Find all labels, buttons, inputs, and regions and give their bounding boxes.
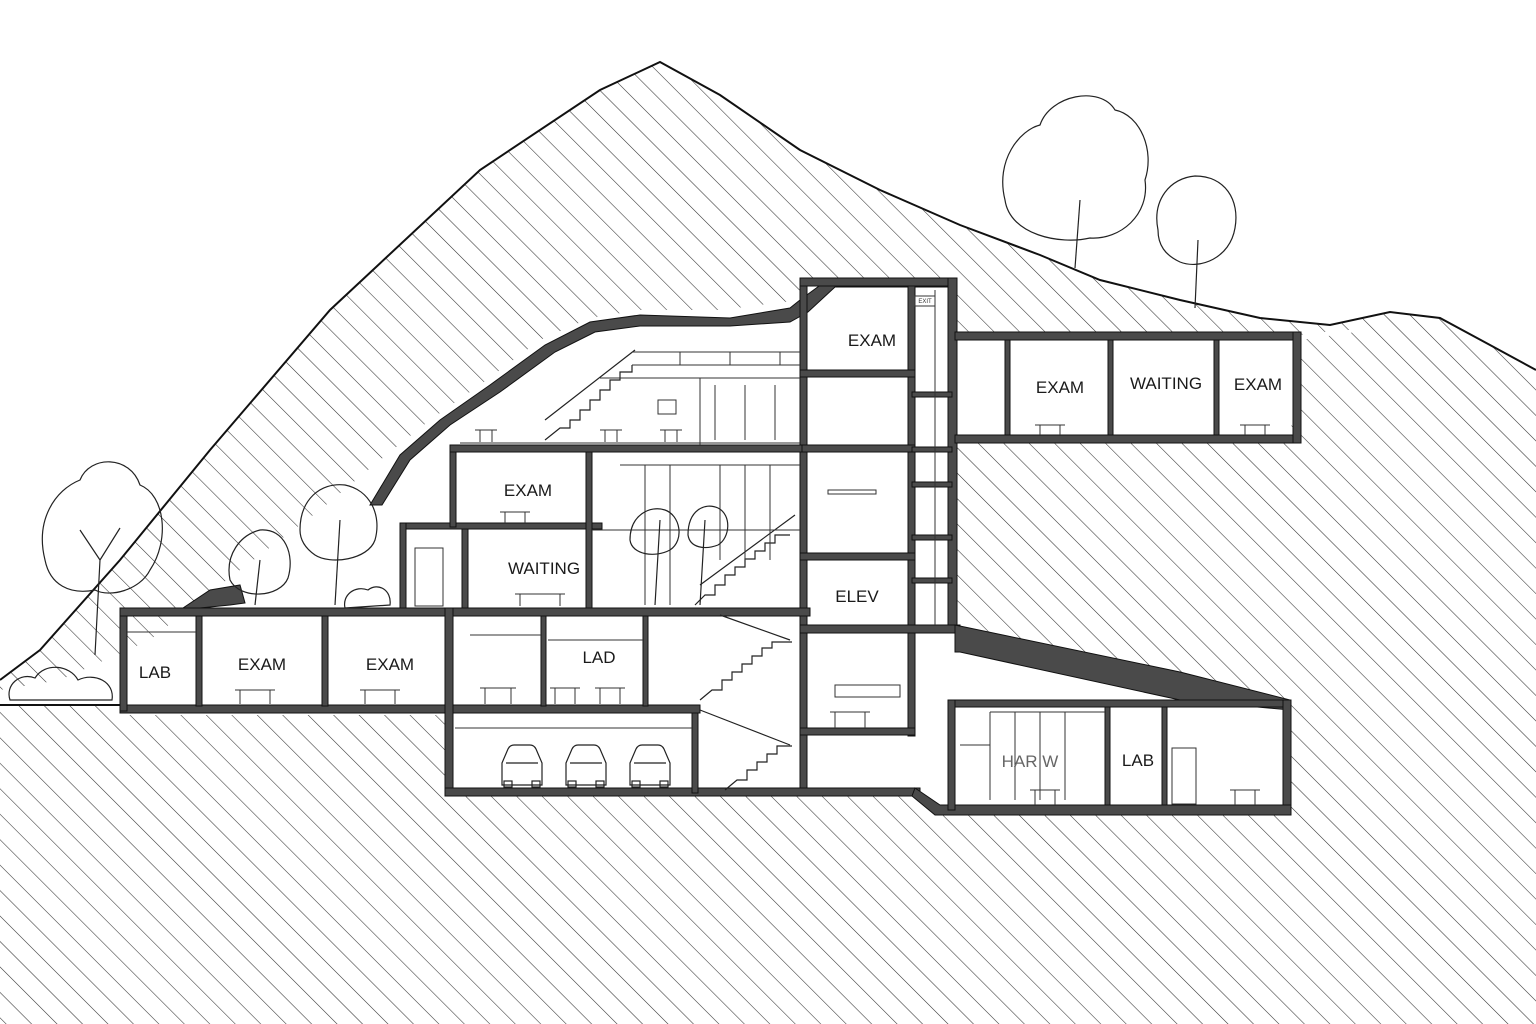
car-icon <box>501 744 543 788</box>
room-label-hallway: HAR W <box>1002 752 1059 771</box>
room-label-elev: ELEV <box>835 587 879 606</box>
room-label-lab-west: LAB <box>139 663 171 682</box>
room-label-exam-west-1: EXAM <box>238 655 286 674</box>
interior-fixtures <box>127 290 1270 805</box>
tree-icon <box>41 461 163 656</box>
tree-icon <box>1002 95 1149 269</box>
car-icon <box>629 744 671 788</box>
room-label-exam-east-2: EXAM <box>1234 375 1282 394</box>
room-label-exam-mid: EXAM <box>504 481 552 500</box>
car-icon <box>565 744 607 788</box>
trees <box>8 95 1237 701</box>
room-label-exam-west-2: EXAM <box>366 655 414 674</box>
exit-tag: EXIT <box>918 299 932 305</box>
furniture-tables <box>235 424 1270 805</box>
tree-icon <box>629 505 729 606</box>
excavation-voids <box>0 280 1370 815</box>
room-label-exam-east-1: EXAM <box>1036 378 1084 397</box>
structure-walls <box>119 277 1302 816</box>
room-label-lab-east: LAB <box>1122 751 1154 770</box>
room-label-lab-mid: LAD <box>582 648 615 667</box>
room-label-waiting-mid: WAITING <box>508 559 580 578</box>
stairs <box>544 349 796 791</box>
tree-icon <box>228 529 291 606</box>
shrub-icon <box>8 586 391 701</box>
room-labels: EXAM EXAM WAITING EXAM EXAM WAITING ELEV… <box>139 299 1282 771</box>
room-label-waiting-east: WAITING <box>1130 374 1202 393</box>
tree-icon <box>299 484 378 606</box>
parking-cars <box>501 744 671 788</box>
room-label-exam-tower: EXAM <box>848 331 896 350</box>
tree-icon <box>1156 175 1237 309</box>
